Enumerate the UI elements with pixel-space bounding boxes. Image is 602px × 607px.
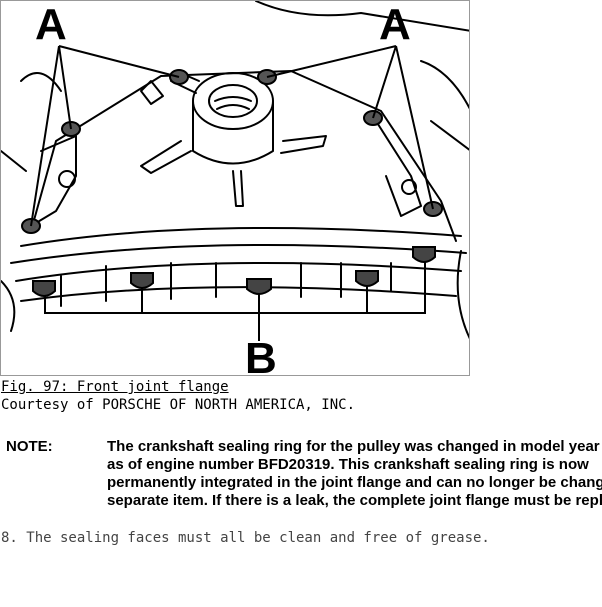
note-line: permanently integrated in the joint flan… [107, 474, 602, 491]
front-joint-flange-illustration: A A B [0, 0, 470, 376]
note-line: separate item. If there is a leak, the c… [107, 492, 602, 509]
callout-a-right: A [379, 1, 411, 49]
procedure-step: 8. The sealing faces must all be clean a… [1, 530, 490, 546]
note-line: as of engine number BFD20319. This crank… [107, 456, 589, 473]
note-label: NOTE: [6, 438, 53, 455]
note-body: The crankshaft sealing ring for the pull… [107, 438, 602, 510]
figure-caption: Fig. 97: Front joint flange [1, 379, 229, 395]
note-line: The crankshaft sealing ring for the pull… [107, 438, 600, 455]
callout-a-left: A [35, 1, 67, 49]
figure-courtesy: Courtesy of PORSCHE OF NORTH AMERICA, IN… [1, 397, 356, 413]
callout-b: B [245, 334, 277, 376]
